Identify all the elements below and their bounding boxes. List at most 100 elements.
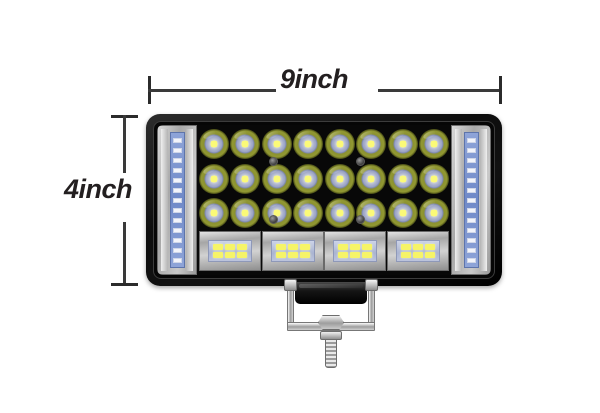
led-gloss (422, 129, 437, 141)
led-row (198, 196, 450, 230)
led-gloss (391, 164, 406, 176)
led-reflector (293, 163, 324, 194)
led-reflector (387, 163, 418, 194)
led-gloss (265, 198, 280, 210)
light-bar-bezel (153, 121, 495, 279)
flood-led-chip (287, 252, 298, 259)
flood-module (324, 231, 387, 271)
flood-led-chip (275, 252, 286, 259)
side-strip-led-chip (172, 237, 182, 243)
led-gloss (359, 198, 374, 210)
led-gloss (328, 129, 343, 141)
flood-led-chip (362, 244, 373, 251)
flood-module-cup (208, 240, 253, 263)
led-row (198, 161, 450, 195)
led-gloss (422, 198, 437, 210)
side-strip-led-chip (172, 197, 182, 203)
led-reflector (356, 163, 387, 194)
led-gloss (233, 198, 248, 210)
side-strip-led-chip (172, 137, 182, 143)
led-gloss (359, 164, 374, 176)
flood-led-chip (237, 252, 248, 259)
led-reflector (419, 129, 450, 160)
led-gloss (422, 164, 437, 176)
bolt-shaft (325, 339, 337, 368)
flood-led-chip (287, 244, 298, 251)
side-strip-inner-right (463, 132, 479, 268)
width-dimension-label: 9inch (280, 64, 349, 94)
side-strip-led-chip (466, 187, 476, 193)
flood-led-chip (338, 252, 349, 259)
flood-module (261, 231, 324, 271)
led-gloss (359, 129, 374, 141)
flood-led-chip (275, 244, 286, 251)
led-gloss (296, 129, 311, 141)
flood-module (386, 231, 449, 271)
led-reflector (419, 198, 450, 229)
side-strip-led-chip (172, 207, 182, 213)
bracket-knob-right (365, 279, 378, 291)
side-strip-led-chip (466, 247, 476, 253)
led-gloss (296, 164, 311, 176)
panel-screw (269, 215, 278, 224)
led-gloss (202, 129, 217, 141)
led-gloss (328, 198, 343, 210)
side-strip-led-chip (172, 177, 182, 183)
flood-module-cup (395, 240, 440, 263)
hex-nut (318, 315, 344, 330)
side-strip-led-chip (466, 177, 476, 183)
flood-led-chip (350, 252, 361, 259)
height-dimension-line-top (123, 115, 126, 173)
side-strip-led-chip (172, 147, 182, 153)
height-dimension-tick-bottom (111, 283, 138, 286)
led-reflector (261, 198, 292, 229)
side-strip-led-chip (172, 247, 182, 253)
led-reflector (293, 129, 324, 160)
side-strip-led-chip (466, 137, 476, 143)
led-reflector (324, 129, 355, 160)
side-strip-led-chip (466, 147, 476, 153)
flood-led-chip (225, 252, 236, 259)
led-reflector (230, 129, 261, 160)
side-strip-led-chip (466, 197, 476, 203)
side-strip-led-chip (466, 157, 476, 163)
panel-screw (356, 157, 365, 166)
led-gloss (202, 198, 217, 210)
flood-led-chip (299, 244, 310, 251)
led-light-bar (146, 114, 502, 286)
led-reflector (293, 198, 324, 229)
flood-led-chip (400, 244, 411, 251)
led-reflector (356, 129, 387, 160)
panel-screw (269, 157, 278, 166)
flood-led-chip (350, 244, 361, 251)
led-reflector (387, 198, 418, 229)
width-dimension-line-left (148, 89, 276, 92)
led-reflector (261, 129, 292, 160)
flood-led-chip (424, 252, 435, 259)
flood-led-chip (412, 252, 423, 259)
led-reflector (230, 198, 261, 229)
flood-led-chip (362, 252, 373, 259)
side-strip-led-chip (172, 227, 182, 233)
height-dimension-line-bottom (123, 222, 126, 285)
flood-led-chip (213, 244, 224, 251)
height-dimension-label: 4inch (64, 174, 133, 204)
led-reflector (261, 163, 292, 194)
flood-led-chip (225, 244, 236, 251)
side-strip-led-chip (172, 157, 182, 163)
led-reflector (324, 198, 355, 229)
flood-module-cup (333, 240, 378, 263)
side-strip-led-chip (466, 227, 476, 233)
led-reflector (198, 129, 229, 160)
led-reflector (198, 163, 229, 194)
led-gloss (265, 129, 280, 141)
flood-led-chip (338, 244, 349, 251)
led-gloss (233, 129, 248, 141)
flood-led-chip (412, 244, 423, 251)
led-gloss (391, 129, 406, 141)
flood-led-chip (400, 252, 411, 259)
mounting-bracket (275, 279, 387, 374)
side-strip-led-chip (172, 187, 182, 193)
led-gloss (233, 164, 248, 176)
